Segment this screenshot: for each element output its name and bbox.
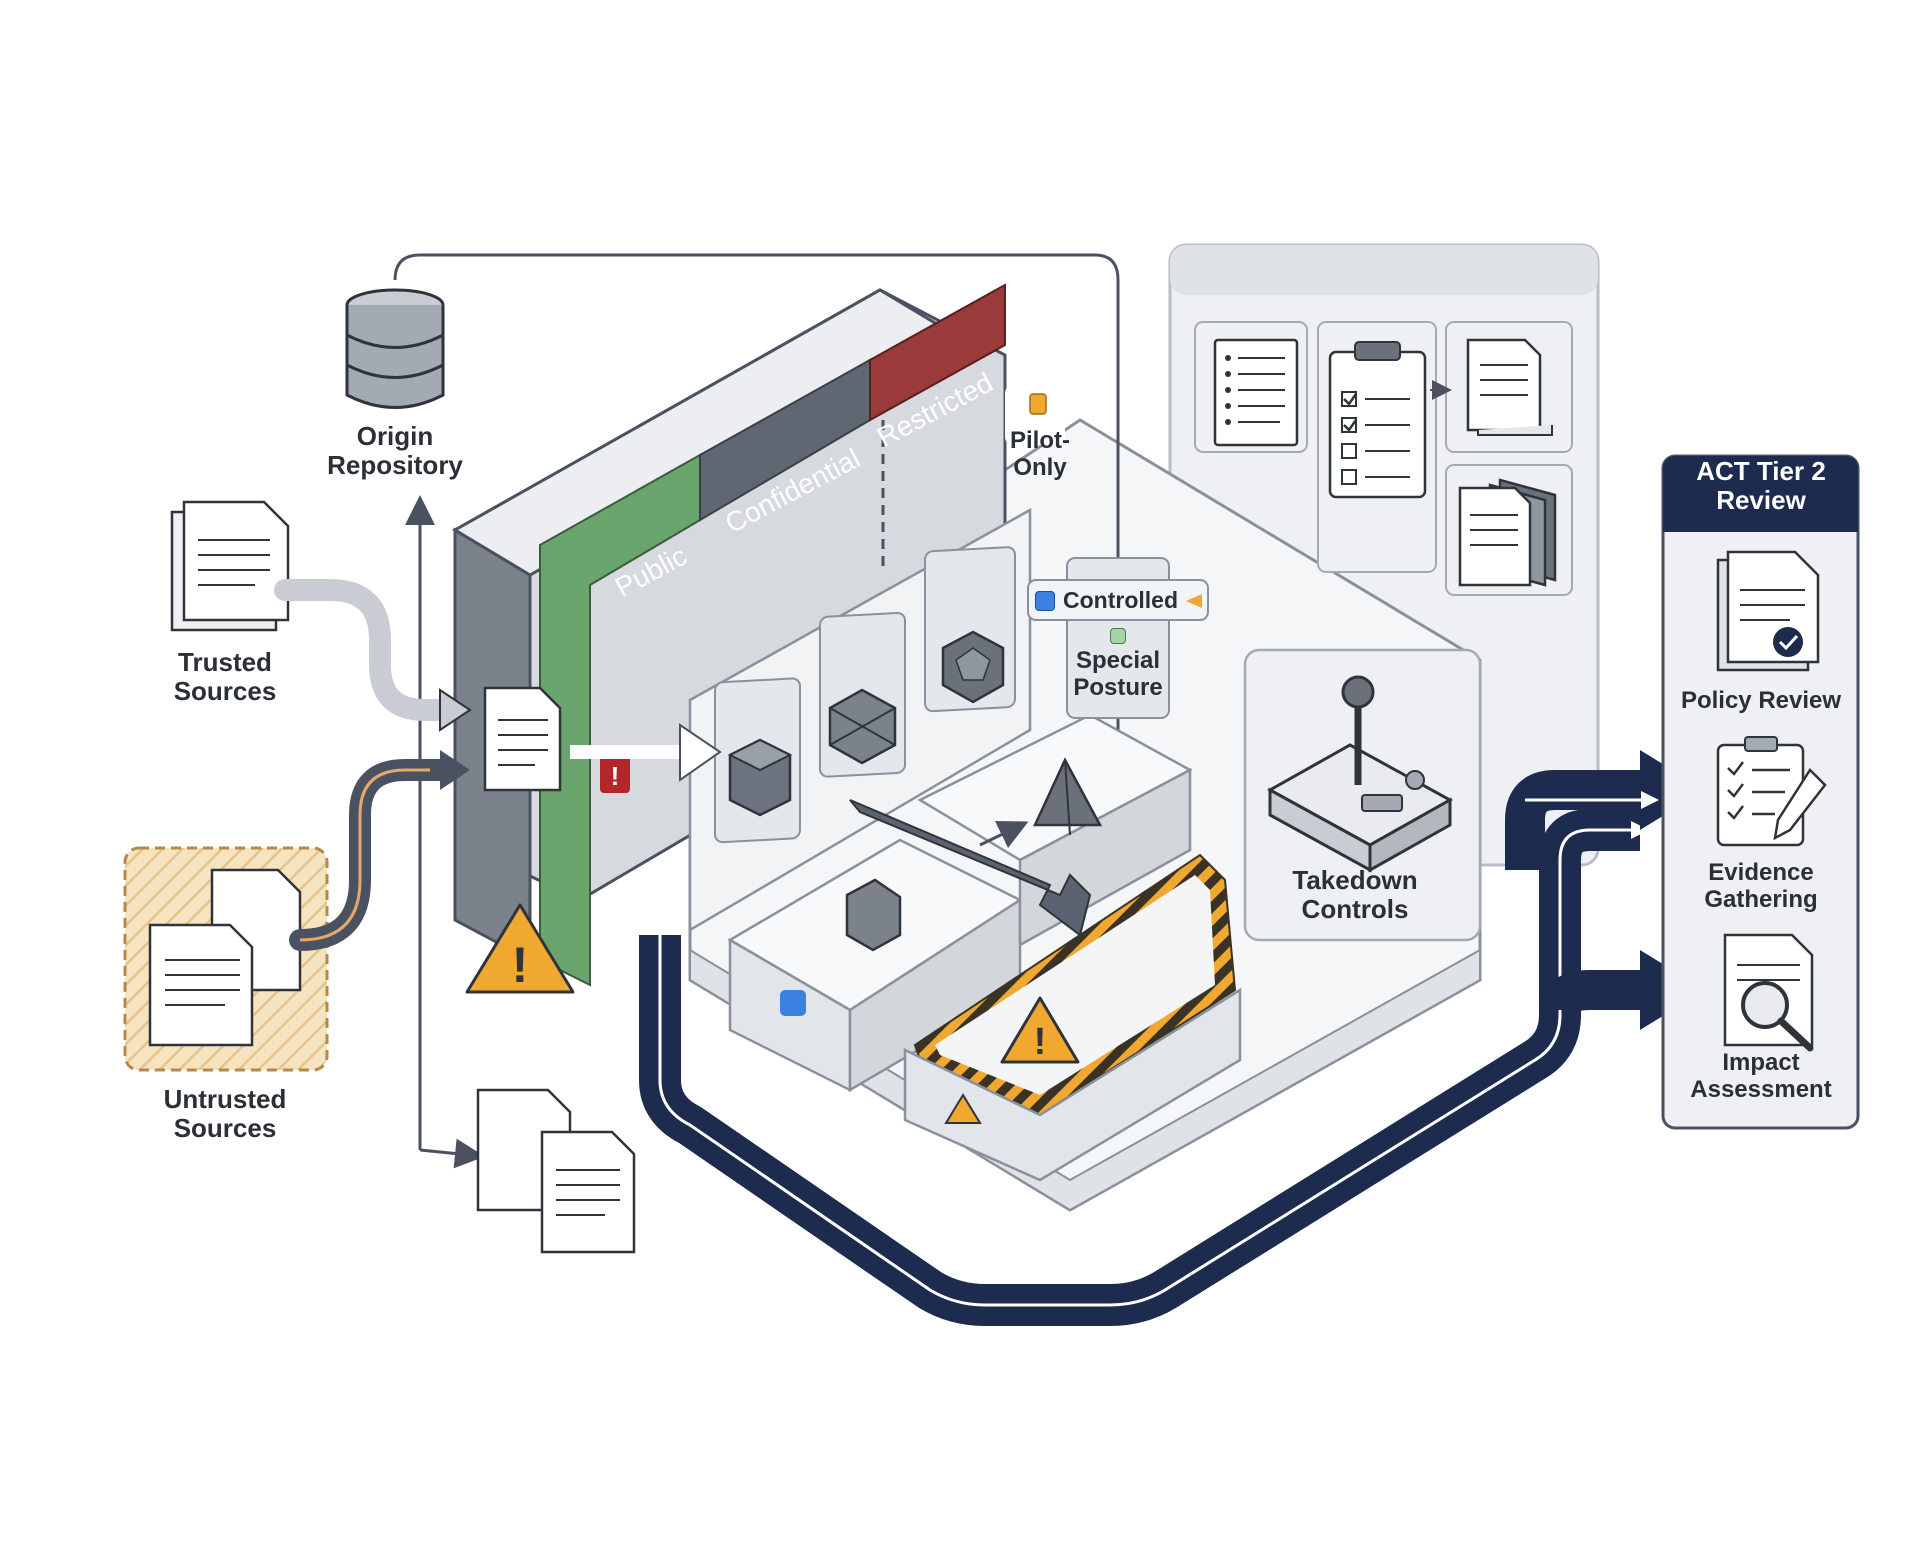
incoming-document [483, 686, 562, 792]
special-marker [1110, 628, 1126, 644]
svg-text:!: ! [1034, 1021, 1047, 1063]
svg-text:!: ! [512, 937, 529, 993]
controlled-marker [1035, 590, 1055, 611]
trusted-sources-doc [170, 500, 290, 632]
output-documents [476, 1088, 636, 1254]
svg-text:!: ! [611, 761, 620, 791]
promote-arrow-head [849, 799, 1092, 937]
checkmark-icon [1773, 627, 1803, 657]
joystick-icon [1266, 675, 1454, 873]
pilot-pointer-icon [1186, 593, 1202, 608]
posture-cards [1005, 385, 1209, 719]
controlled-posture-chip: Controlled [1035, 587, 1202, 614]
untrusted-sources-box [123, 846, 329, 1072]
tier-restricted-band [869, 283, 1006, 422]
warning-icon: ! [1000, 996, 1080, 1064]
warning-icon: ! [465, 903, 575, 994]
pilot-loop-line [393, 253, 1121, 803]
document-board-icons [1194, 321, 1573, 596]
artifact-cards [688, 507, 1032, 933]
pencil-icon [1773, 768, 1827, 841]
clipboard-icon [1328, 341, 1427, 499]
review-panel [1661, 454, 1860, 1130]
warning-icon [944, 1093, 982, 1124]
magnifier-icon [1741, 981, 1814, 1052]
policy-review-label: Policy Review [1680, 687, 1842, 714]
processing-tiles [727, 713, 1242, 1182]
pilot-only-label: Pilot-Only [1010, 427, 1070, 481]
database-icon [345, 288, 445, 409]
controlled-label: Controlled [1063, 587, 1178, 613]
trusted-flow-arrow [274, 579, 451, 721]
